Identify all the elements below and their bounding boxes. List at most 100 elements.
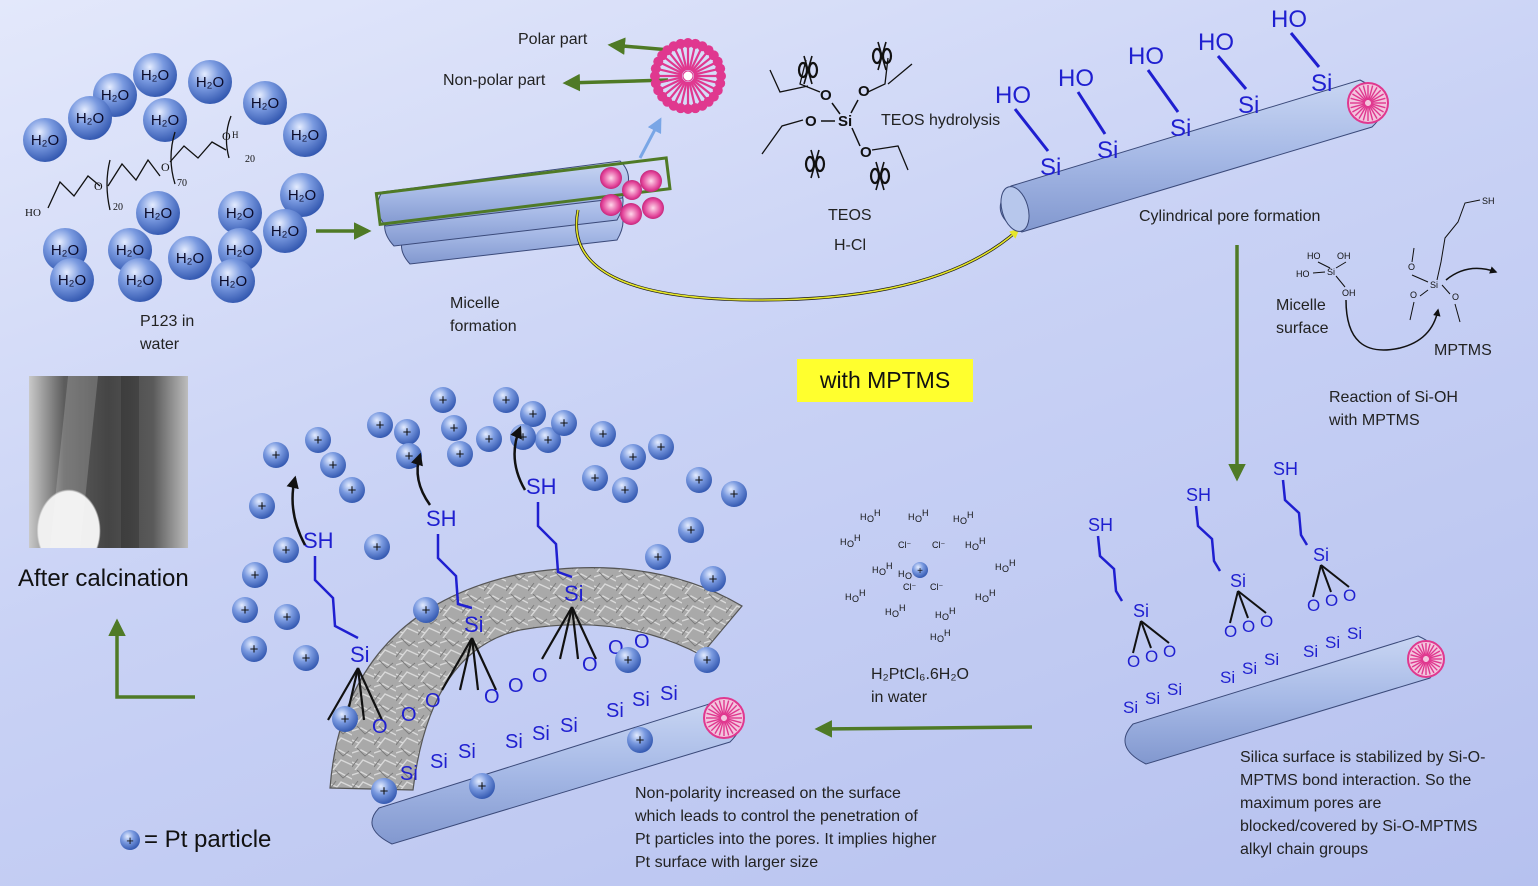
water-label: H₂O [101, 87, 129, 104]
si-o-bond [1229, 590, 1239, 624]
pt-particle [686, 467, 712, 493]
scissors-icon [804, 155, 816, 173]
plus-sign: + [478, 778, 487, 795]
h2ptcl6-label: H₂PtCl₆.6H₂O in water [871, 666, 969, 706]
arrow-to-pt-loading [814, 720, 1033, 738]
pt-particle [694, 647, 720, 673]
si-o-bond [1320, 564, 1332, 593]
water-molecule [118, 258, 162, 302]
pt-attraction-arrow [286, 475, 307, 546]
o-label: O [634, 631, 650, 653]
alkyl-chain [1096, 535, 1124, 602]
micelle-head [683, 104, 693, 114]
plus-sign: + [341, 711, 350, 728]
svg-text:O: O [1408, 262, 1415, 272]
pt-particle [339, 477, 365, 503]
curved-arrow-to-pore [575, 209, 1020, 301]
h-atom: H [859, 588, 866, 598]
micelle-chain [663, 56, 684, 74]
plus-sign: + [348, 482, 357, 499]
alkyl-chain [536, 502, 573, 579]
micelle-chain [714, 702, 724, 716]
pt-particle [520, 401, 546, 427]
h-atom: H [949, 606, 956, 616]
scissors-icon [875, 161, 885, 191]
micelle-chain [1352, 103, 1366, 113]
o-atom: O [937, 634, 944, 644]
o-label: O [532, 665, 548, 687]
scissors-icon [869, 167, 881, 185]
alkyl-chain [1194, 505, 1222, 572]
water-molecule [280, 173, 324, 217]
chloride-ion: Cl⁻ [898, 540, 911, 550]
o-label: O [1260, 612, 1273, 631]
si-label: Si [350, 642, 370, 667]
plus-sign: + [636, 732, 645, 749]
micelle-chain [1358, 87, 1368, 101]
svg-text:O: O [94, 179, 103, 193]
si-o-bond [327, 667, 359, 721]
o-label: O [1145, 647, 1158, 666]
micelle-chain [692, 77, 716, 91]
si-label: Si [464, 612, 484, 637]
o-atom: O [879, 567, 886, 577]
water-label: H₂O [288, 187, 316, 204]
curved-arrow-outline [575, 209, 1020, 302]
micelle-chain [1414, 660, 1425, 671]
plus-sign: + [709, 571, 718, 588]
o-label: O [1343, 586, 1356, 605]
si-label: Si [1242, 659, 1257, 678]
si-label: Si [1238, 92, 1259, 119]
si-oh-bond [1076, 91, 1107, 135]
water-label: H₂O [251, 95, 279, 112]
plus-sign: + [241, 602, 250, 619]
micelle-chain [693, 76, 718, 84]
micelle-chain [673, 48, 687, 72]
plus-sign: + [654, 549, 663, 566]
water-label: H₂O [291, 127, 319, 144]
si-oh-bond [1216, 55, 1248, 90]
pt-particle [394, 419, 420, 445]
alkyl-chain [313, 556, 359, 640]
micelle-chain [1427, 660, 1438, 671]
svg-text:SH: SH [1482, 196, 1495, 206]
svg-text:HO: HO [1296, 269, 1310, 279]
pt-particle [721, 481, 747, 507]
o-atom: O [905, 571, 912, 581]
si-o-bond [357, 667, 383, 721]
plus-sign: + [695, 472, 704, 489]
pt-legend-label: = Pt particle [144, 826, 272, 853]
micelle-chain [726, 718, 740, 728]
svg-text:O: O [1452, 292, 1459, 302]
non-polar-part-label: Non-polar part [443, 72, 546, 89]
pt-particle [612, 477, 638, 503]
micelle-chain [724, 702, 734, 716]
o-label: O [1325, 591, 1338, 610]
micelle-head [650, 78, 661, 89]
micelle-chain [1350, 103, 1366, 109]
si-o-bond [458, 637, 474, 691]
si-o-bond [570, 606, 580, 660]
micelle-chain [1370, 103, 1386, 109]
plus-sign: + [258, 498, 267, 515]
pt-particle [241, 636, 267, 662]
mptms-label: MPTMS [1434, 342, 1492, 359]
h-atom: H [975, 592, 982, 602]
pt-particle [493, 387, 519, 413]
si-o-bond [470, 637, 480, 691]
micelle-surface-label: Micelle surface [1276, 297, 1329, 337]
si-o-bond [571, 606, 597, 660]
pt-attraction-arrow [411, 452, 432, 506]
water-molecule [263, 209, 307, 253]
pt-particle [430, 387, 456, 413]
micelle-chain [714, 720, 724, 734]
water-molecule [133, 53, 177, 97]
scissors-icon [881, 47, 893, 65]
silica-shell [329, 567, 743, 791]
micelle-end-caps [703, 82, 1445, 739]
micelle-chain [1410, 654, 1424, 659]
o-atom: O [960, 516, 967, 526]
plus-sign: + [283, 609, 292, 626]
ho-group-label: HO [1198, 29, 1234, 56]
plus-sign: + [405, 448, 414, 465]
